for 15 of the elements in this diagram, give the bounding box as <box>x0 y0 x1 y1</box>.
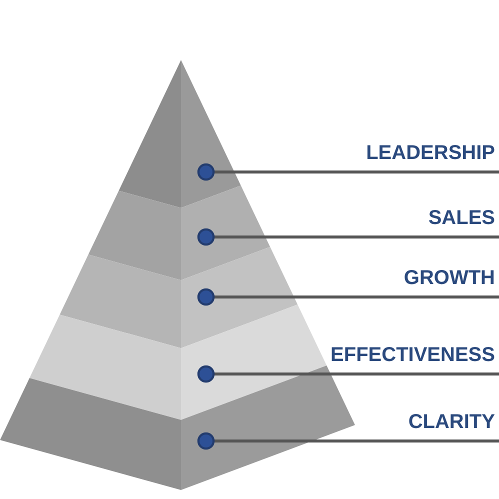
leader-line <box>197 163 499 181</box>
pyramid-tier <box>88 186 270 280</box>
tier-label: GROWTH <box>404 267 495 289</box>
tier-label: CLARITY <box>408 411 495 433</box>
leader-line <box>197 288 499 306</box>
pyramid-tier <box>30 304 327 420</box>
leader-line <box>197 432 499 450</box>
leader-line <box>197 228 499 246</box>
pyramid-tier <box>60 246 298 348</box>
tier-label: SALES <box>428 207 495 229</box>
pyramid-tier <box>118 60 241 208</box>
tier-label: EFFECTIVENESS <box>330 344 495 366</box>
pyramid-tier <box>0 366 355 490</box>
tier-label: LEADERSHIP <box>366 142 495 164</box>
leader-line <box>197 365 499 383</box>
